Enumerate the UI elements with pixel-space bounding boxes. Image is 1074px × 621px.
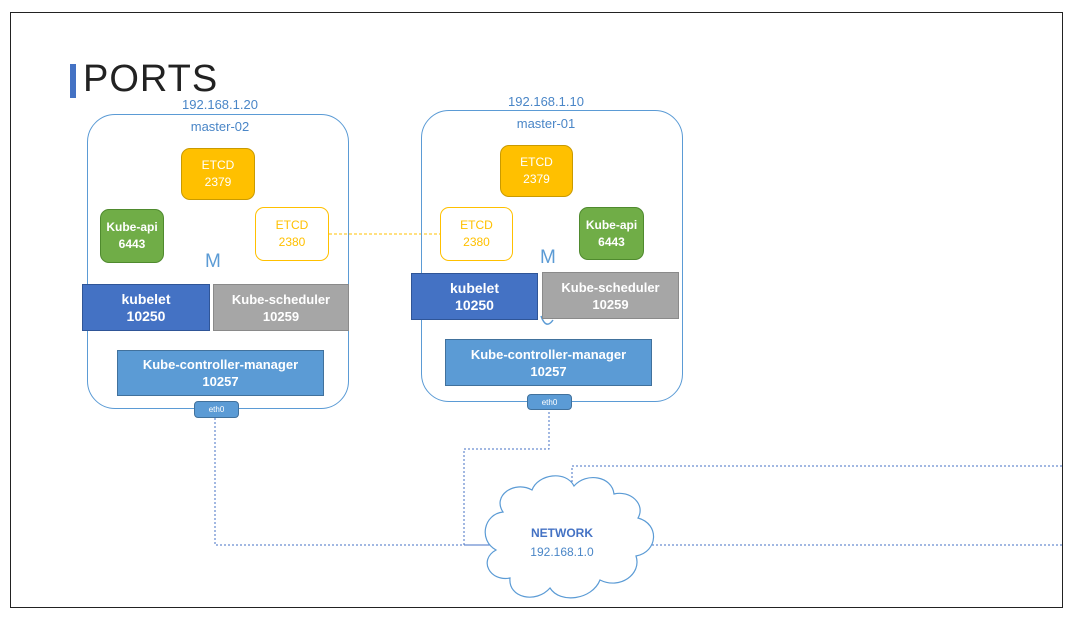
network-top-link [571,465,1063,490]
network-label: NETWORK [531,526,593,540]
etcd-label: ETCD [520,155,553,169]
kubelet-port: 10250 [126,307,166,324]
etcd-peer-port: 2380 [278,235,306,249]
master-01-name: master-01 [516,116,576,131]
etcd-port: 2379 [523,172,550,186]
network-subnet: 192.168.1.0 [530,545,594,559]
kube-api-port: 6443 [598,234,625,249]
scheduler-port: 10259 [262,308,300,324]
master-01-controller-manager[interactable]: Kube-controller-manager 10257 [445,339,652,386]
kube-api-port: 6443 [118,237,146,251]
slide-frame [10,12,1063,608]
master-02-link [214,418,495,546]
master-01-kube-api[interactable]: Kube-api 6443 [579,207,644,260]
kube-api-label: Kube-api [106,220,158,234]
master-02-eth0[interactable]: eth0 [194,401,239,418]
kubelet-label: kubelet [449,279,499,296]
kubelet-connector [540,315,554,325]
controller-label: Kube-controller-manager [142,357,299,372]
master-02-etcd-peer[interactable]: ETCD 2380 [255,207,329,261]
slide-title: PORTS [83,58,219,100]
master-01-kubelet[interactable]: kubelet 10250 [411,273,538,320]
master-01-etcd[interactable]: ETCD 2379 [500,145,573,197]
master-02-controller-manager[interactable]: Kube-controller-manager 10257 [117,350,324,396]
etcd-label: ETCD [201,158,235,172]
master-02-name: master-02 [190,119,250,134]
master-01-eth0[interactable]: eth0 [527,394,572,410]
master-02-etcd[interactable]: ETCD 2379 [181,148,255,200]
kubelet-label: kubelet [121,290,171,307]
kubelet-port: 10250 [455,296,494,313]
master-01-scheduler[interactable]: Kube-scheduler 10259 [542,272,679,319]
network-cloud-shape [484,475,655,599]
controller-label: Kube-controller-manager [470,346,627,362]
master-02-kube-api[interactable]: Kube-api 6443 [100,209,164,263]
master-01-ip: 192.168.1.10 [508,94,584,109]
scheduler-label: Kube-scheduler [561,279,660,295]
master-02-kubelet[interactable]: kubelet 10250 [82,284,210,331]
master-01-mark: M [540,247,556,268]
kube-api-label: Kube-api [585,217,638,232]
controller-port: 10257 [530,363,567,379]
etcd-peer-label: ETCD [460,218,493,232]
title-accent-bar [70,64,76,98]
scheduler-port: 10259 [592,296,629,312]
etcd-peer-label: ETCD [275,218,309,232]
master-01-link [463,408,550,546]
master-02-mark: M [205,251,221,272]
master-02-scheduler[interactable]: Kube-scheduler 10259 [213,284,349,331]
controller-port: 10257 [202,374,239,389]
master-02-ip: 192.168.1.20 [182,97,258,112]
master-01-etcd-peer[interactable]: ETCD 2380 [440,207,513,261]
etcd-port: 2379 [204,175,232,189]
scheduler-label: Kube-scheduler [231,291,331,307]
etcd-peer-port: 2380 [463,235,490,249]
